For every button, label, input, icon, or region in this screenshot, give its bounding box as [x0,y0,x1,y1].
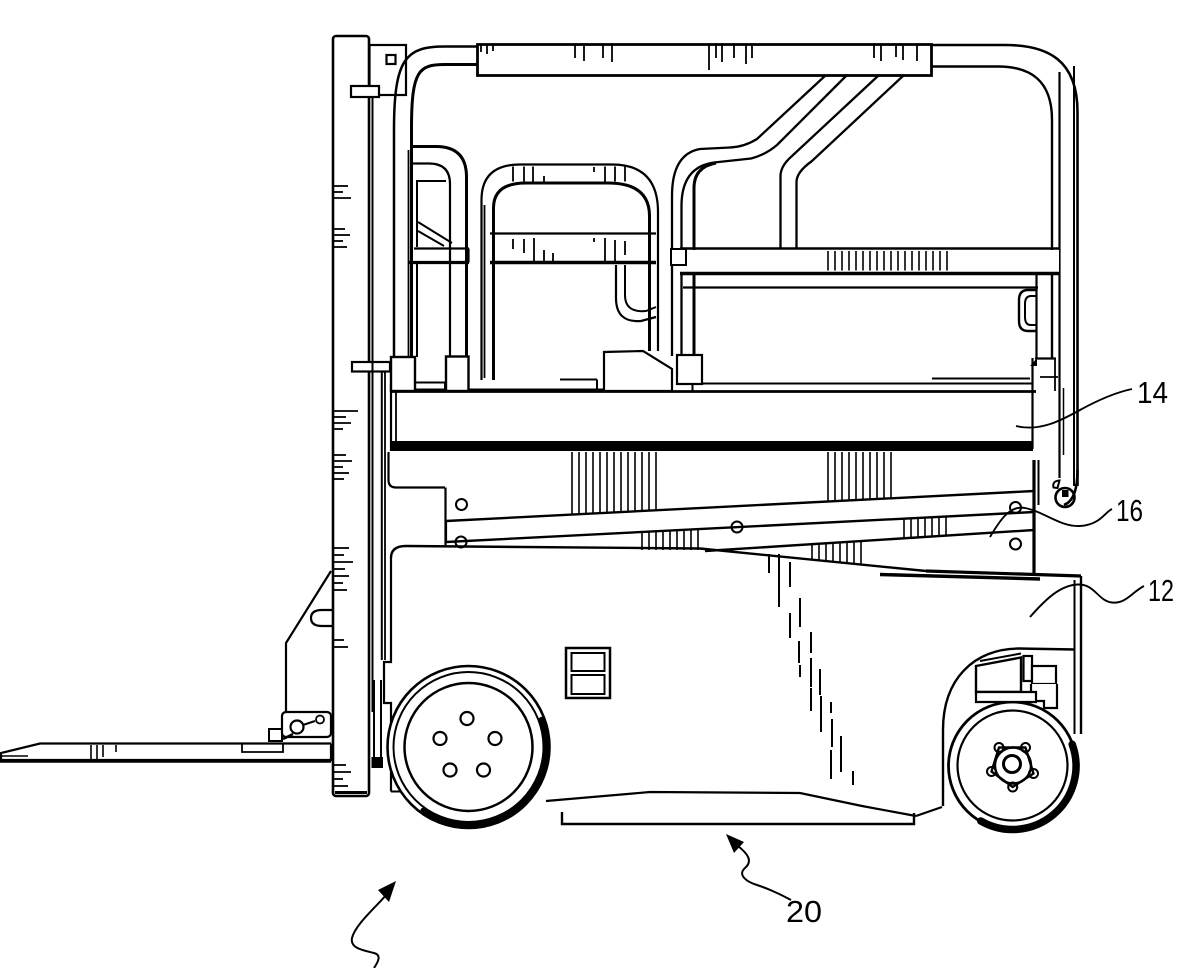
svg-text:12: 12 [1148,573,1174,608]
svg-text:14: 14 [1137,375,1168,410]
svg-text:16: 16 [1116,493,1143,528]
svg-text:20: 20 [786,894,822,929]
